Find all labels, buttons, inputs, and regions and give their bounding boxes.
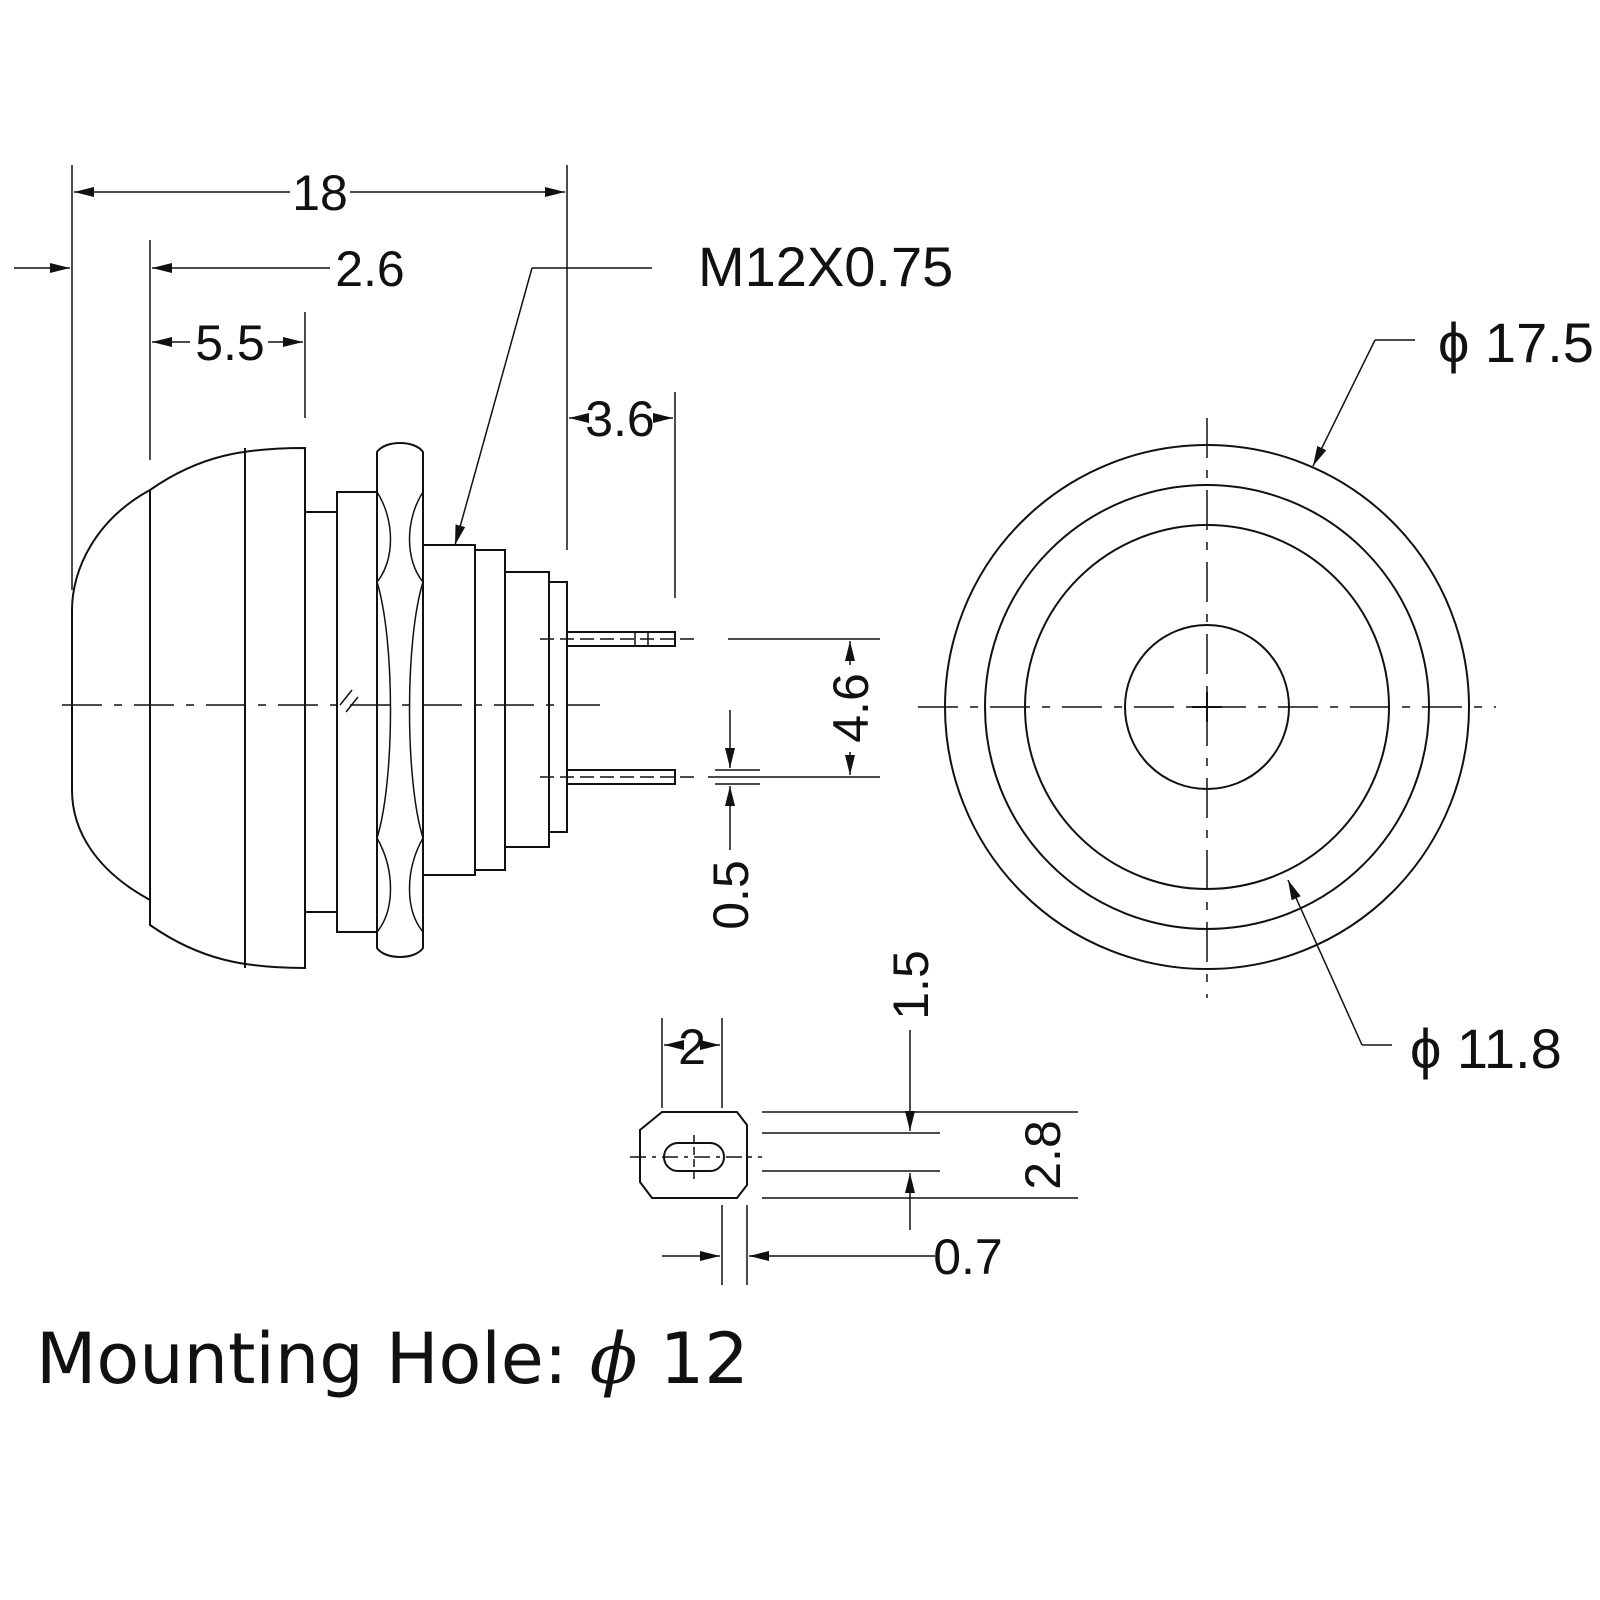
- dim-inner-diameter: ϕ 11.8: [1410, 1017, 1562, 1080]
- rear-housing-1: [422, 544, 476, 876]
- hex-nut: [376, 442, 424, 958]
- flange: [304, 511, 338, 913]
- dimension-cap-offset: 2.6: [14, 240, 405, 460]
- dim-overall-length: 18: [292, 165, 348, 221]
- dimension-cap-length: 5.5: [152, 312, 306, 418]
- caption-label: Mounting Hole:: [36, 1318, 568, 1400]
- cap-dome: [71, 489, 151, 901]
- dimension-lug-height: 2.8: [762, 1111, 1078, 1199]
- dim-terminal-length: 3.6: [585, 391, 655, 447]
- lug-outline: [639, 1111, 748, 1199]
- cap-body: [149, 446, 306, 970]
- dimension-lug-slot-height: 1.5: [762, 950, 940, 1230]
- terminal-top: [540, 631, 700, 647]
- front-view: [918, 418, 1496, 998]
- rear-housing-2: [474, 549, 506, 871]
- rear-housing-4: [548, 581, 568, 833]
- side-view: [62, 442, 700, 970]
- dim-pin-thickness: 0.5: [703, 860, 759, 930]
- dim-lug-slot-height: 1.5: [883, 950, 939, 1020]
- dim-lug-width: 2: [678, 1019, 706, 1075]
- dim-pin-spacing: 4.6: [823, 673, 879, 743]
- caption-value: 12: [659, 1318, 749, 1400]
- dim-lug-height: 2.8: [1015, 1120, 1071, 1190]
- terminal-lug-detail: [630, 1111, 762, 1199]
- dimension-lug-slot-offset: 0.7: [662, 1205, 1003, 1285]
- thread-body: [336, 491, 378, 933]
- leader-inner-diameter: ϕ 11.8: [1287, 879, 1562, 1080]
- rear-housing-3: [504, 571, 550, 848]
- dimension-pin-spacing: 4.6: [708, 638, 880, 778]
- dim-lug-slot-offset: 0.7: [933, 1229, 1003, 1285]
- thread-leader: M12X0.75: [454, 235, 953, 546]
- dimension-overall-length: 18: [71, 165, 568, 590]
- leader-outer-diameter: ϕ 17.5: [1312, 311, 1594, 467]
- dim-cap-length: 5.5: [195, 315, 265, 371]
- terminal-bottom: [540, 769, 700, 785]
- mounting-hole-caption: Mounting Hole: ϕ 12: [36, 1318, 749, 1400]
- dimension-terminal-length: 3.6: [569, 391, 676, 598]
- dim-cap-offset: 2.6: [335, 241, 405, 297]
- dim-outer-diameter: ϕ 17.5: [1438, 311, 1594, 374]
- dimension-lug-width: 2: [661, 1018, 723, 1108]
- dimension-pin-thickness: 0.5: [703, 710, 760, 930]
- caption-phi-symbol: ϕ: [589, 1318, 638, 1400]
- thread-spec: M12X0.75: [698, 235, 953, 298]
